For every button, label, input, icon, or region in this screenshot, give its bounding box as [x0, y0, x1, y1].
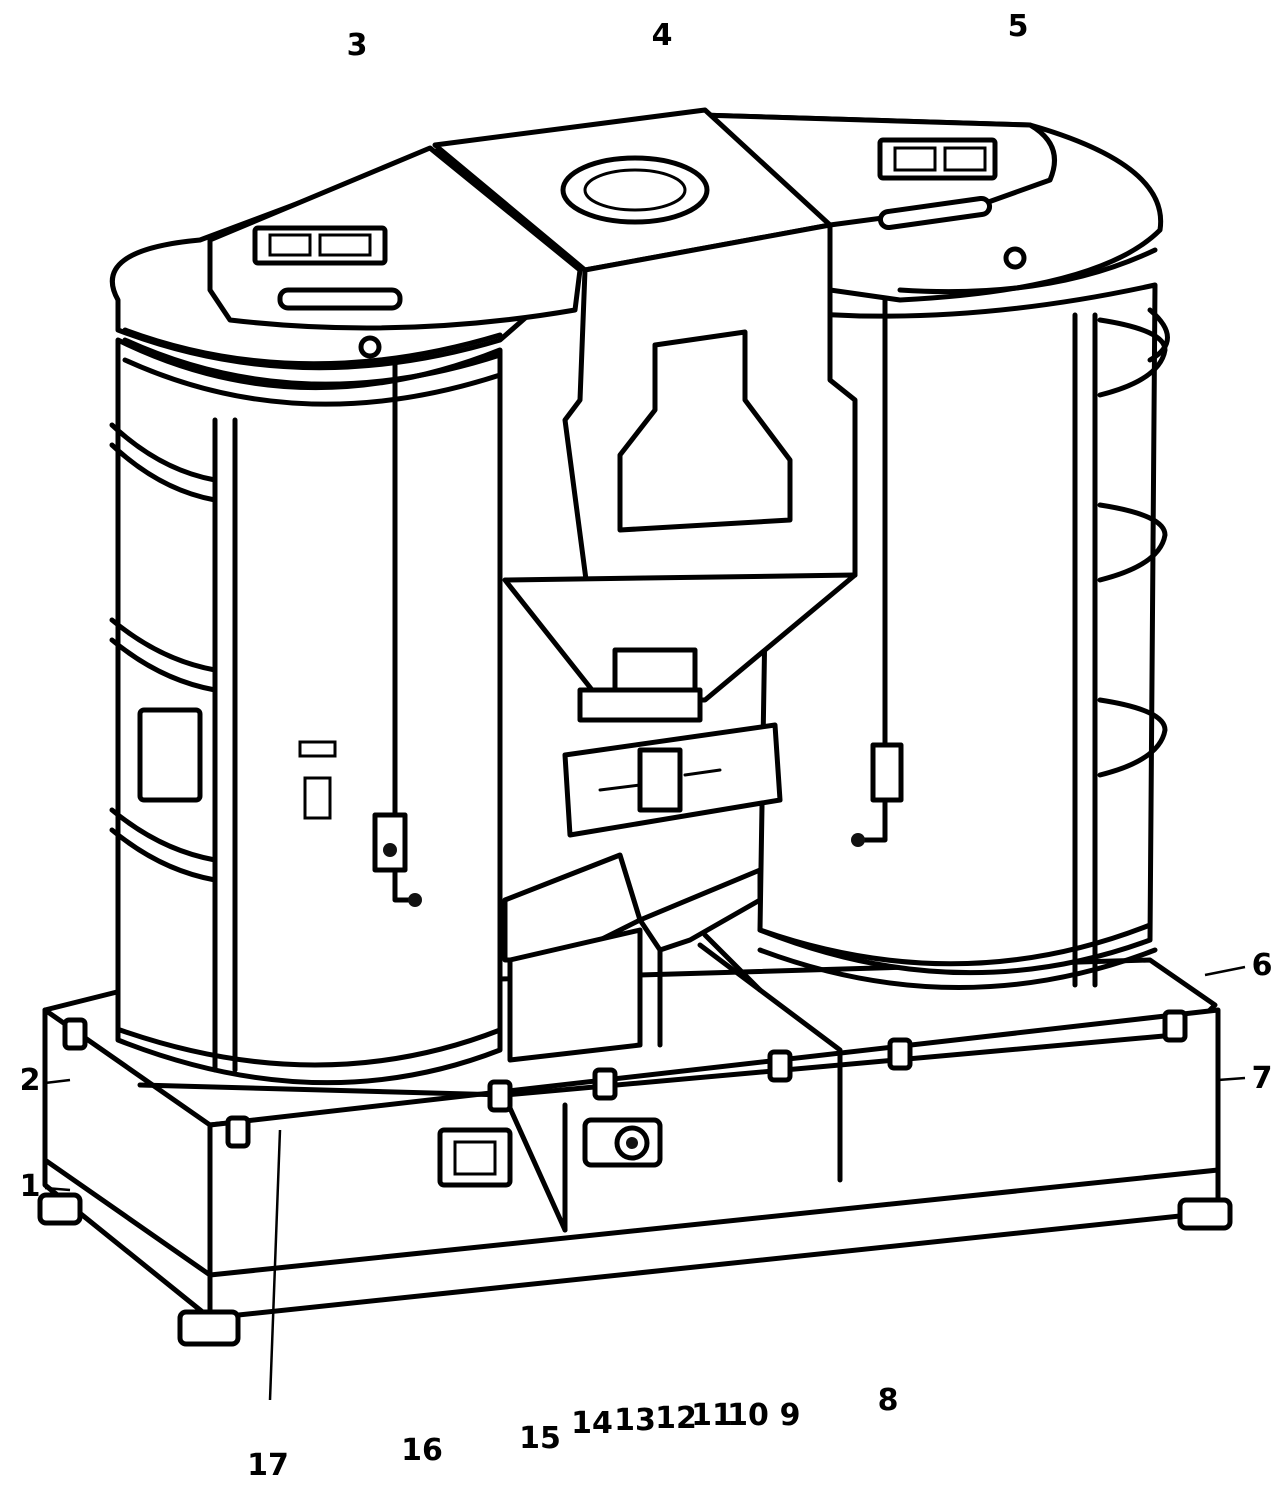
- left-cylinder: [109, 297, 503, 1086]
- feed-inlet-ring: [560, 155, 710, 225]
- lower-chutes: [502, 852, 843, 1063]
- callout-17: 17: [247, 1448, 289, 1483]
- leader-lines: [44, 965, 1246, 1401]
- callout-8: 8: [878, 1383, 899, 1418]
- callout-4: 4: [652, 18, 673, 53]
- callout-3: 3: [347, 28, 368, 63]
- callout-11: 11: [691, 1398, 733, 1433]
- callout-2: 2: [20, 1063, 41, 1098]
- callout-13: 13: [614, 1403, 656, 1438]
- callout-12: 12: [655, 1401, 697, 1436]
- center-feed-box: [432, 107, 858, 838]
- inspection-door: [437, 1127, 513, 1188]
- left-lid: [109, 145, 583, 371]
- callout-7: 7: [1252, 1061, 1273, 1096]
- callout-6: 6: [1252, 948, 1273, 983]
- callout-5: 5: [1008, 9, 1029, 44]
- inlet-hatch-right: [877, 137, 998, 181]
- sight-window: [137, 707, 203, 803]
- callout-15: 15: [519, 1421, 561, 1456]
- callout-16: 16: [401, 1433, 443, 1468]
- latch-clamps: [62, 1009, 1188, 1149]
- access-door: [617, 329, 793, 533]
- callout-1: 1: [20, 1169, 41, 1204]
- callout-14: 14: [571, 1406, 613, 1441]
- right-cylinder: [757, 237, 1170, 990]
- callout-9: 9: [780, 1398, 801, 1433]
- callout-10: 10: [727, 1398, 769, 1433]
- motor-coupling: [582, 1117, 663, 1168]
- callout-labels: 1 2 3 4 5 6 7 8 9 10 11 12 13 14 15 16 1…: [20, 9, 1273, 1483]
